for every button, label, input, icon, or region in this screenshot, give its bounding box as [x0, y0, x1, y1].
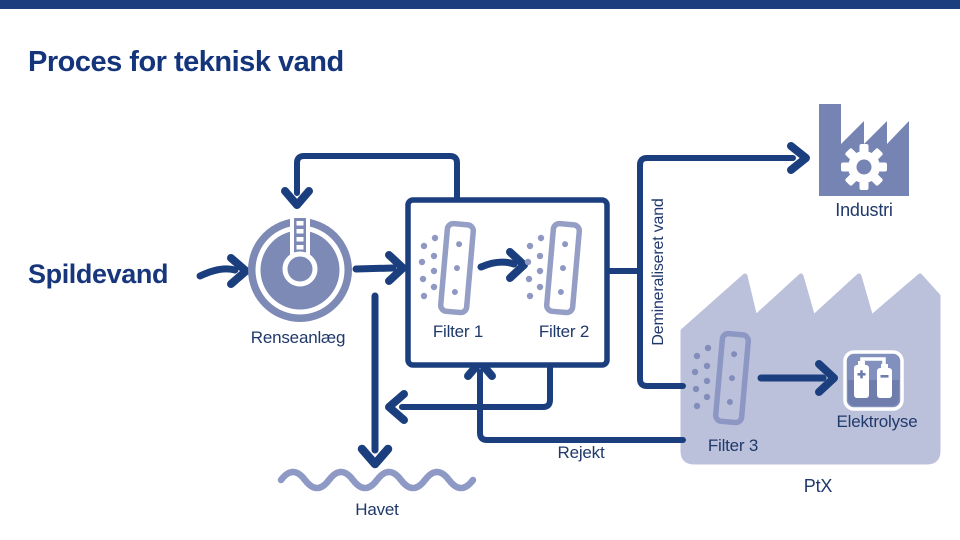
demineraliseret-vand-label: Demineraliseret vand	[650, 198, 668, 346]
flow-lines	[196, 142, 810, 469]
rejekt-pipe	[477, 369, 686, 443]
renseanlaeg-label: Renseanlæg	[250, 328, 346, 347]
filter3-icon	[691, 330, 752, 426]
filter2-icon	[524, 220, 583, 316]
gear-icon	[841, 144, 887, 190]
spildevand-arrowhead	[227, 254, 250, 288]
filter1-label: Filter 1	[432, 322, 484, 341]
filter2-label: Filter 2	[538, 322, 590, 341]
filter3-to-electrolysis-arrow	[757, 360, 838, 396]
filter1-to-filter2-arrow	[477, 248, 528, 282]
industri-label: Industri	[835, 200, 893, 220]
to-sea-arrowhead	[357, 444, 393, 469]
treatment-plant-icon	[248, 214, 352, 322]
plant-to-filters-shaft	[352, 264, 397, 273]
ptx-label: PtX	[803, 476, 833, 496]
spildevand-arrow-shaft	[196, 265, 239, 280]
arrowhead-down-to-plant	[281, 187, 313, 209]
top-accent-bar	[0, 0, 960, 9]
demin-main-pipe	[637, 155, 796, 389]
recirculation-pipe	[294, 153, 460, 202]
filter3-label: Filter 3	[707, 436, 759, 455]
to-industry-arrowhead	[787, 142, 810, 174]
havet-label: Havet	[355, 500, 399, 519]
page-title: Proces for teknisk vand	[28, 46, 344, 78]
filter1-icon	[418, 220, 477, 316]
spildevand-label: Spildevand	[28, 259, 169, 289]
plant-to-filters-arrowhead	[385, 251, 407, 285]
electrolysis-icon	[843, 350, 904, 411]
ptx-factory-shape	[680, 273, 941, 465]
wave-icon	[277, 468, 477, 492]
overflow-return-arrowhead	[385, 390, 408, 424]
rejekt-label: Rejekt	[557, 443, 605, 462]
elektrolyse-label: Elektrolyse	[836, 412, 918, 431]
overflow-return-pipe	[399, 363, 553, 410]
industry-factory-icon	[819, 104, 909, 196]
